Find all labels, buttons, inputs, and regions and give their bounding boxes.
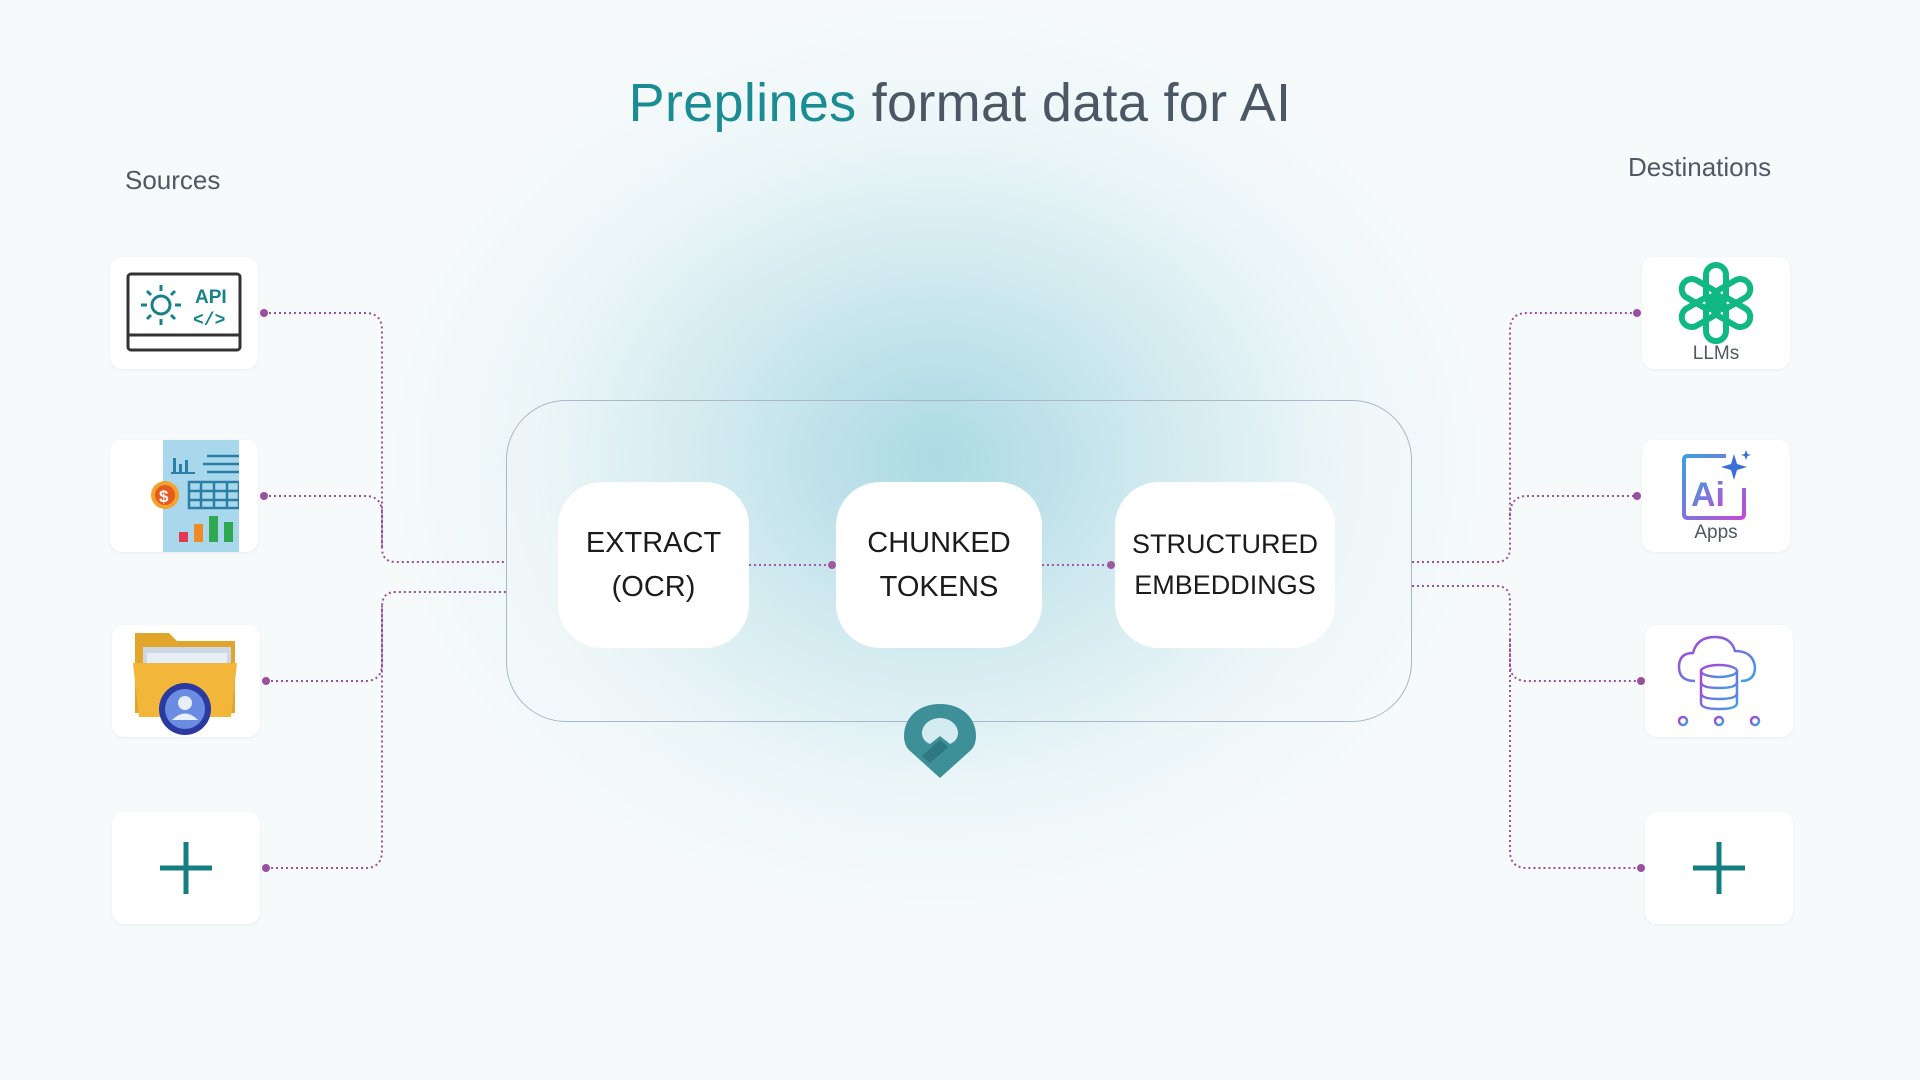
step-extract-ocr[interactable]: EXTRACT (OCR) — [558, 482, 749, 648]
sources-heading: Sources — [125, 165, 221, 195]
destination-card-apps[interactable]: Ai Apps — [1642, 440, 1790, 552]
connector-dest-apps — [1509, 495, 1637, 517]
openai-logo-icon — [1678, 262, 1754, 344]
add-destination-button[interactable] — [1645, 812, 1793, 924]
destination-card-llms[interactable]: LLMs — [1642, 257, 1790, 369]
connector-dest-add — [1509, 640, 1641, 869]
connector-source-add — [266, 606, 383, 869]
step-line1: STRUCTURED — [1132, 529, 1318, 559]
source-card-folder[interactable] — [112, 625, 260, 737]
svg-text:$: $ — [159, 487, 169, 506]
destinations-heading: Destinations — [1628, 152, 1772, 182]
spreadsheet-report-icon: $ — [151, 440, 239, 552]
source-card-api[interactable]: API </> — [110, 257, 258, 369]
plus-icon — [1693, 842, 1745, 894]
step-line2: (OCR) — [611, 571, 696, 603]
svg-text:</>: </> — [193, 311, 225, 331]
step-line1: EXTRACT — [585, 527, 722, 559]
source-card-spreadsheet[interactable]: $ — [110, 440, 258, 552]
step-structured-embeddings[interactable]: STRUCTURED EMBEDDINGS — [1115, 482, 1335, 648]
ai-badge-text: Ai — [1691, 476, 1725, 514]
step-line2: TOKENS — [879, 571, 999, 603]
api-icon: API </> — [126, 272, 242, 352]
destination-caption: LLMs — [1692, 343, 1740, 364]
page-title: Preplines format data for AI — [0, 72, 1920, 134]
connector-source-folder — [266, 591, 506, 682]
api-text: API — [195, 287, 227, 308]
plus-icon — [160, 842, 212, 894]
connector-dest-llms — [1412, 312, 1637, 563]
destination-caption: Apps — [1694, 522, 1738, 543]
connector-dest-cloud — [1412, 585, 1641, 682]
preplines-logo-icon — [904, 704, 976, 778]
user-folder-icon — [133, 633, 237, 735]
connector-source-spreadsheet — [264, 495, 383, 548]
ai-apps-icon: Ai — [1682, 450, 1751, 520]
connector-source-api — [264, 312, 506, 563]
title-rest: format data for AI — [856, 73, 1292, 133]
add-source-button[interactable] — [112, 812, 260, 924]
cloud-database-icon — [1677, 635, 1761, 727]
step-line2: EMBEDDINGS — [1134, 570, 1316, 600]
brand-name: Preplines — [628, 73, 857, 133]
step-chunked-tokens[interactable]: CHUNKED TOKENS — [836, 482, 1042, 648]
destination-card-cloud-database[interactable] — [1645, 625, 1793, 737]
step-line1: CHUNKED — [867, 527, 1011, 559]
